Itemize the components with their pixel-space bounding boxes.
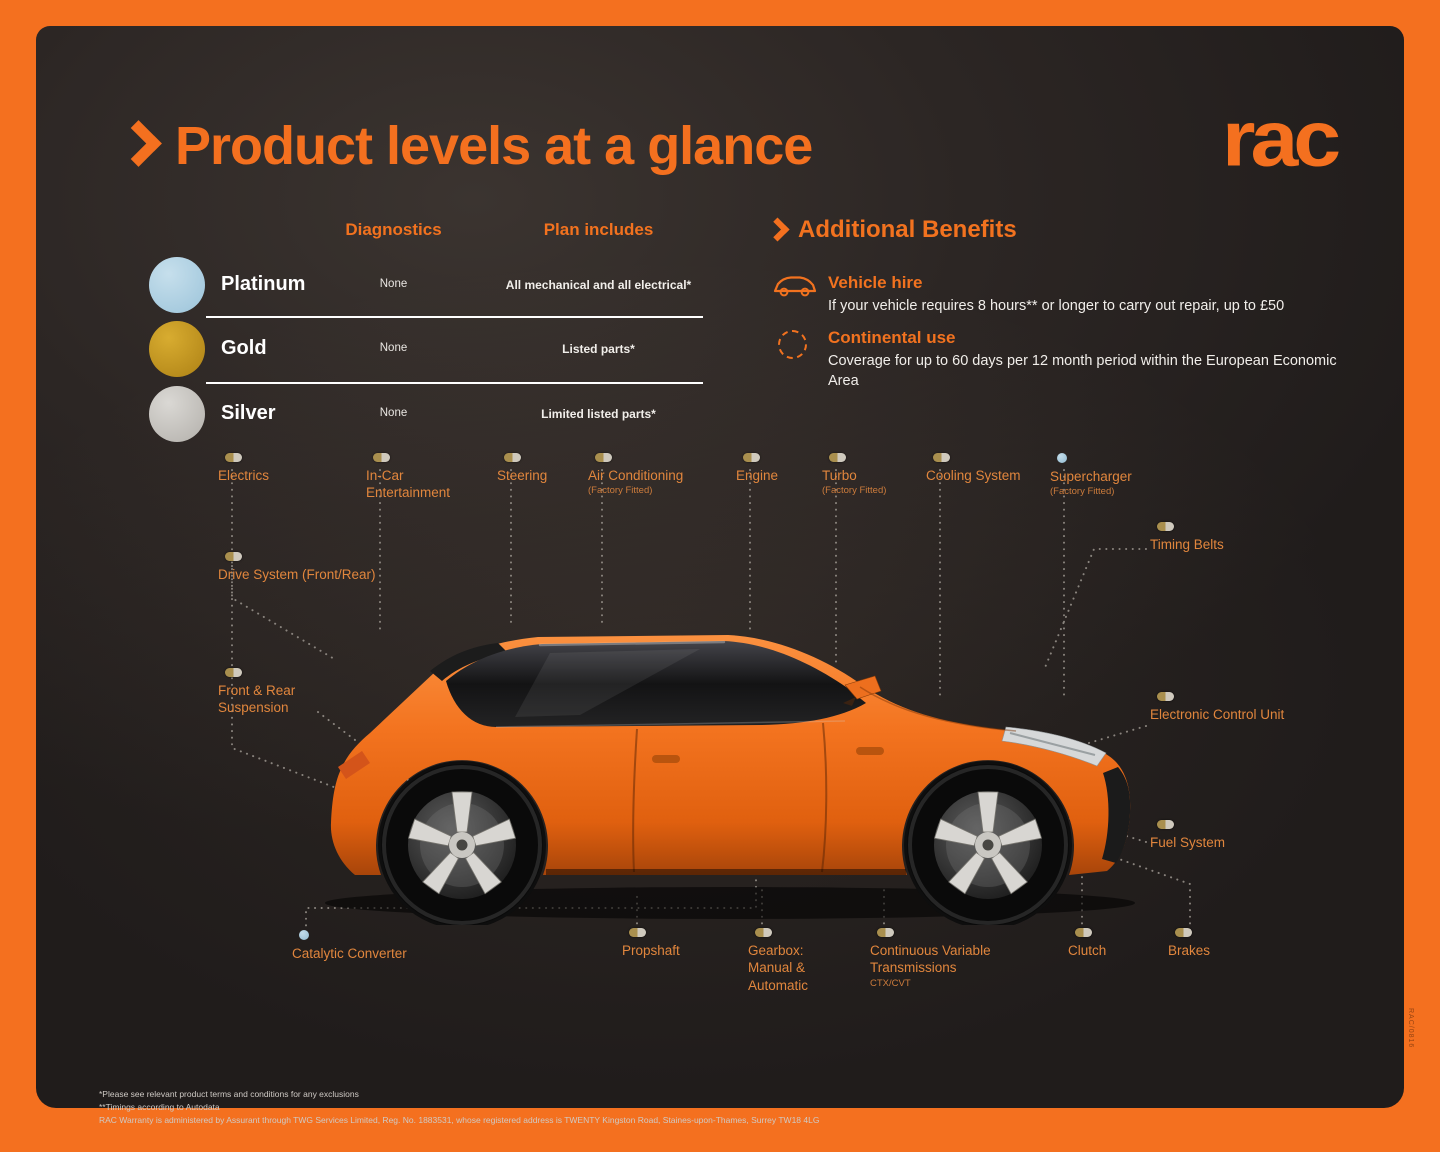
gold-circle-icon — [149, 321, 205, 377]
gold-silver-capsule-icon — [1157, 820, 1174, 829]
plan-includes-platinum: All mechanical and all electrical* — [505, 278, 692, 292]
part-label-text: Steering — [497, 468, 548, 483]
plan-diagnostics-gold: None — [379, 342, 408, 354]
part-label-drive-system: Drive System (Front/Rear) — [218, 552, 418, 583]
plan-diagnostics-silver: None — [379, 407, 408, 419]
part-label-text: Brakes — [1168, 943, 1211, 958]
page-title: Product levels at a glance — [115, 112, 813, 180]
part-label-electrics: Electrics — [218, 453, 338, 484]
column-header-diagnostics: Diagnostics — [345, 220, 442, 239]
plan-includes-silver: Limited listed parts* — [541, 407, 656, 421]
part-label-cvt: Continuous Variable Transmissions CTX/CV… — [870, 928, 1025, 990]
benefit-desc-continental-use: Coverage for up to 60 days per 12 month … — [828, 353, 1337, 389]
part-label-text: Fuel System — [1150, 835, 1226, 850]
gold-silver-capsule-icon — [933, 453, 950, 462]
benefit-title-continental-use: Continental use — [828, 328, 956, 347]
platinum-circle-icon — [149, 257, 205, 313]
edge-credit: RAC/0816 — [1407, 1008, 1414, 1049]
gold-silver-capsule-icon — [225, 453, 242, 462]
additional-benefits-heading: Additional Benefits — [765, 216, 1017, 244]
chevron-right-icon — [115, 119, 162, 167]
part-label-supercharger: Supercharger (Factory Fitted) — [1050, 453, 1175, 498]
part-label-brakes: Brakes — [1168, 928, 1248, 959]
column-header-plan-includes: Plan includes — [543, 220, 654, 239]
page-title-text: Product levels at a glance — [175, 116, 813, 176]
part-label-sub: (Factory Fitted) — [588, 485, 653, 497]
part-label-turbo: Turbo (Factory Fitted) — [822, 453, 922, 497]
gold-silver-capsule-icon — [743, 453, 760, 462]
part-label-in-car-entertainment: In-Car Entertainment — [366, 453, 474, 502]
part-label-fuel-system: Fuel System — [1150, 820, 1260, 851]
part-label-air-conditioning: Air Conditioning (Factory Fitted) — [588, 453, 713, 497]
dotted-circle-icon — [778, 330, 807, 359]
part-label-sub: CTX/CVT — [870, 977, 911, 989]
part-label-text: Drive System (Front/Rear) — [218, 567, 376, 582]
part-label-sub: (Factory Fitted) — [822, 485, 887, 497]
part-label-text: Propshaft — [622, 943, 680, 958]
gold-silver-capsule-icon — [225, 668, 242, 677]
platinum-dot-icon — [1057, 453, 1067, 463]
gold-silver-capsule-icon — [877, 928, 894, 937]
part-label-text: Turbo — [822, 468, 857, 483]
part-label-cooling-system: Cooling System — [926, 453, 1056, 484]
plan-diagnostics-platinum: None — [379, 278, 408, 290]
table-divider — [206, 382, 703, 384]
rac-logo: rac — [1222, 94, 1341, 184]
gold-silver-capsule-icon — [829, 453, 846, 462]
part-label-sub: (Factory Fitted) — [1050, 486, 1115, 498]
benefit-desc-vehicle-hire: If your vehicle requires 8 hours** or lo… — [828, 298, 1285, 314]
gold-silver-capsule-icon — [755, 928, 772, 937]
part-label-text: Electronic Control Unit — [1150, 707, 1285, 722]
gold-silver-capsule-icon — [1175, 928, 1192, 937]
part-label-text: Supercharger — [1050, 469, 1132, 484]
part-label-text: Engine — [736, 468, 779, 483]
part-label-suspension: Front & Rear Suspension — [218, 668, 328, 717]
gold-silver-capsule-icon — [1157, 692, 1174, 701]
part-label-timing-belts: Timing Belts — [1150, 522, 1260, 553]
part-label-text: Cooling System — [926, 468, 1021, 483]
silver-circle-icon — [149, 386, 205, 442]
footnote-line: RAC Warranty is administered by Assurant… — [99, 1115, 820, 1126]
part-label-text: Air Conditioning — [588, 468, 684, 483]
footnote-line: *Please see relevant product terms and c… — [99, 1089, 359, 1099]
platinum-dot-icon — [299, 930, 309, 940]
plan-name-silver: Silver — [221, 402, 276, 424]
part-label-text: Electrics — [218, 468, 270, 483]
table-divider — [206, 316, 703, 318]
gold-silver-capsule-icon — [595, 453, 612, 462]
part-label-catalytic-converter: Catalytic Converter — [292, 930, 442, 962]
gold-silver-capsule-icon — [225, 552, 242, 561]
part-label-text: In-Car Entertainment — [366, 468, 451, 501]
part-label-text: Clutch — [1068, 943, 1107, 958]
part-label-text: Timing Belts — [1150, 537, 1224, 552]
footnotes: *Please see relevant product terms and c… — [99, 1088, 819, 1128]
part-label-text: Gearbox: Manual & Automatic — [748, 943, 809, 993]
part-label-text: Front & Rear Suspension — [218, 683, 296, 716]
part-label-text: Continuous Variable Transmissions — [870, 943, 991, 976]
gold-silver-capsule-icon — [1157, 522, 1174, 531]
gold-silver-capsule-icon — [1075, 928, 1092, 937]
gold-silver-capsule-icon — [629, 928, 646, 937]
benefit-title-vehicle-hire: Vehicle hire — [828, 273, 923, 292]
plan-name-gold: Gold — [221, 337, 267, 359]
part-label-propshaft: Propshaft — [622, 928, 732, 959]
additional-benefits-heading-text: Additional Benefits — [798, 216, 1017, 243]
part-label-steering: Steering — [497, 453, 597, 484]
gold-silver-capsule-icon — [373, 453, 390, 462]
chevron-right-icon — [765, 216, 790, 242]
part-label-gearbox: Gearbox: Manual & Automatic — [748, 928, 840, 994]
footnote-line: **Timings according to Autodata — [99, 1102, 220, 1113]
gold-silver-capsule-icon — [504, 453, 521, 462]
plan-includes-gold: Listed parts* — [562, 342, 635, 356]
part-label-text: Catalytic Converter — [292, 946, 407, 961]
part-label-clutch: Clutch — [1068, 928, 1148, 959]
plan-name-platinum: Platinum — [221, 273, 306, 295]
part-label-engine: Engine — [736, 453, 826, 484]
car-icon — [773, 276, 817, 297]
part-label-electronic-control-unit: Electronic Control Unit — [1150, 692, 1290, 723]
